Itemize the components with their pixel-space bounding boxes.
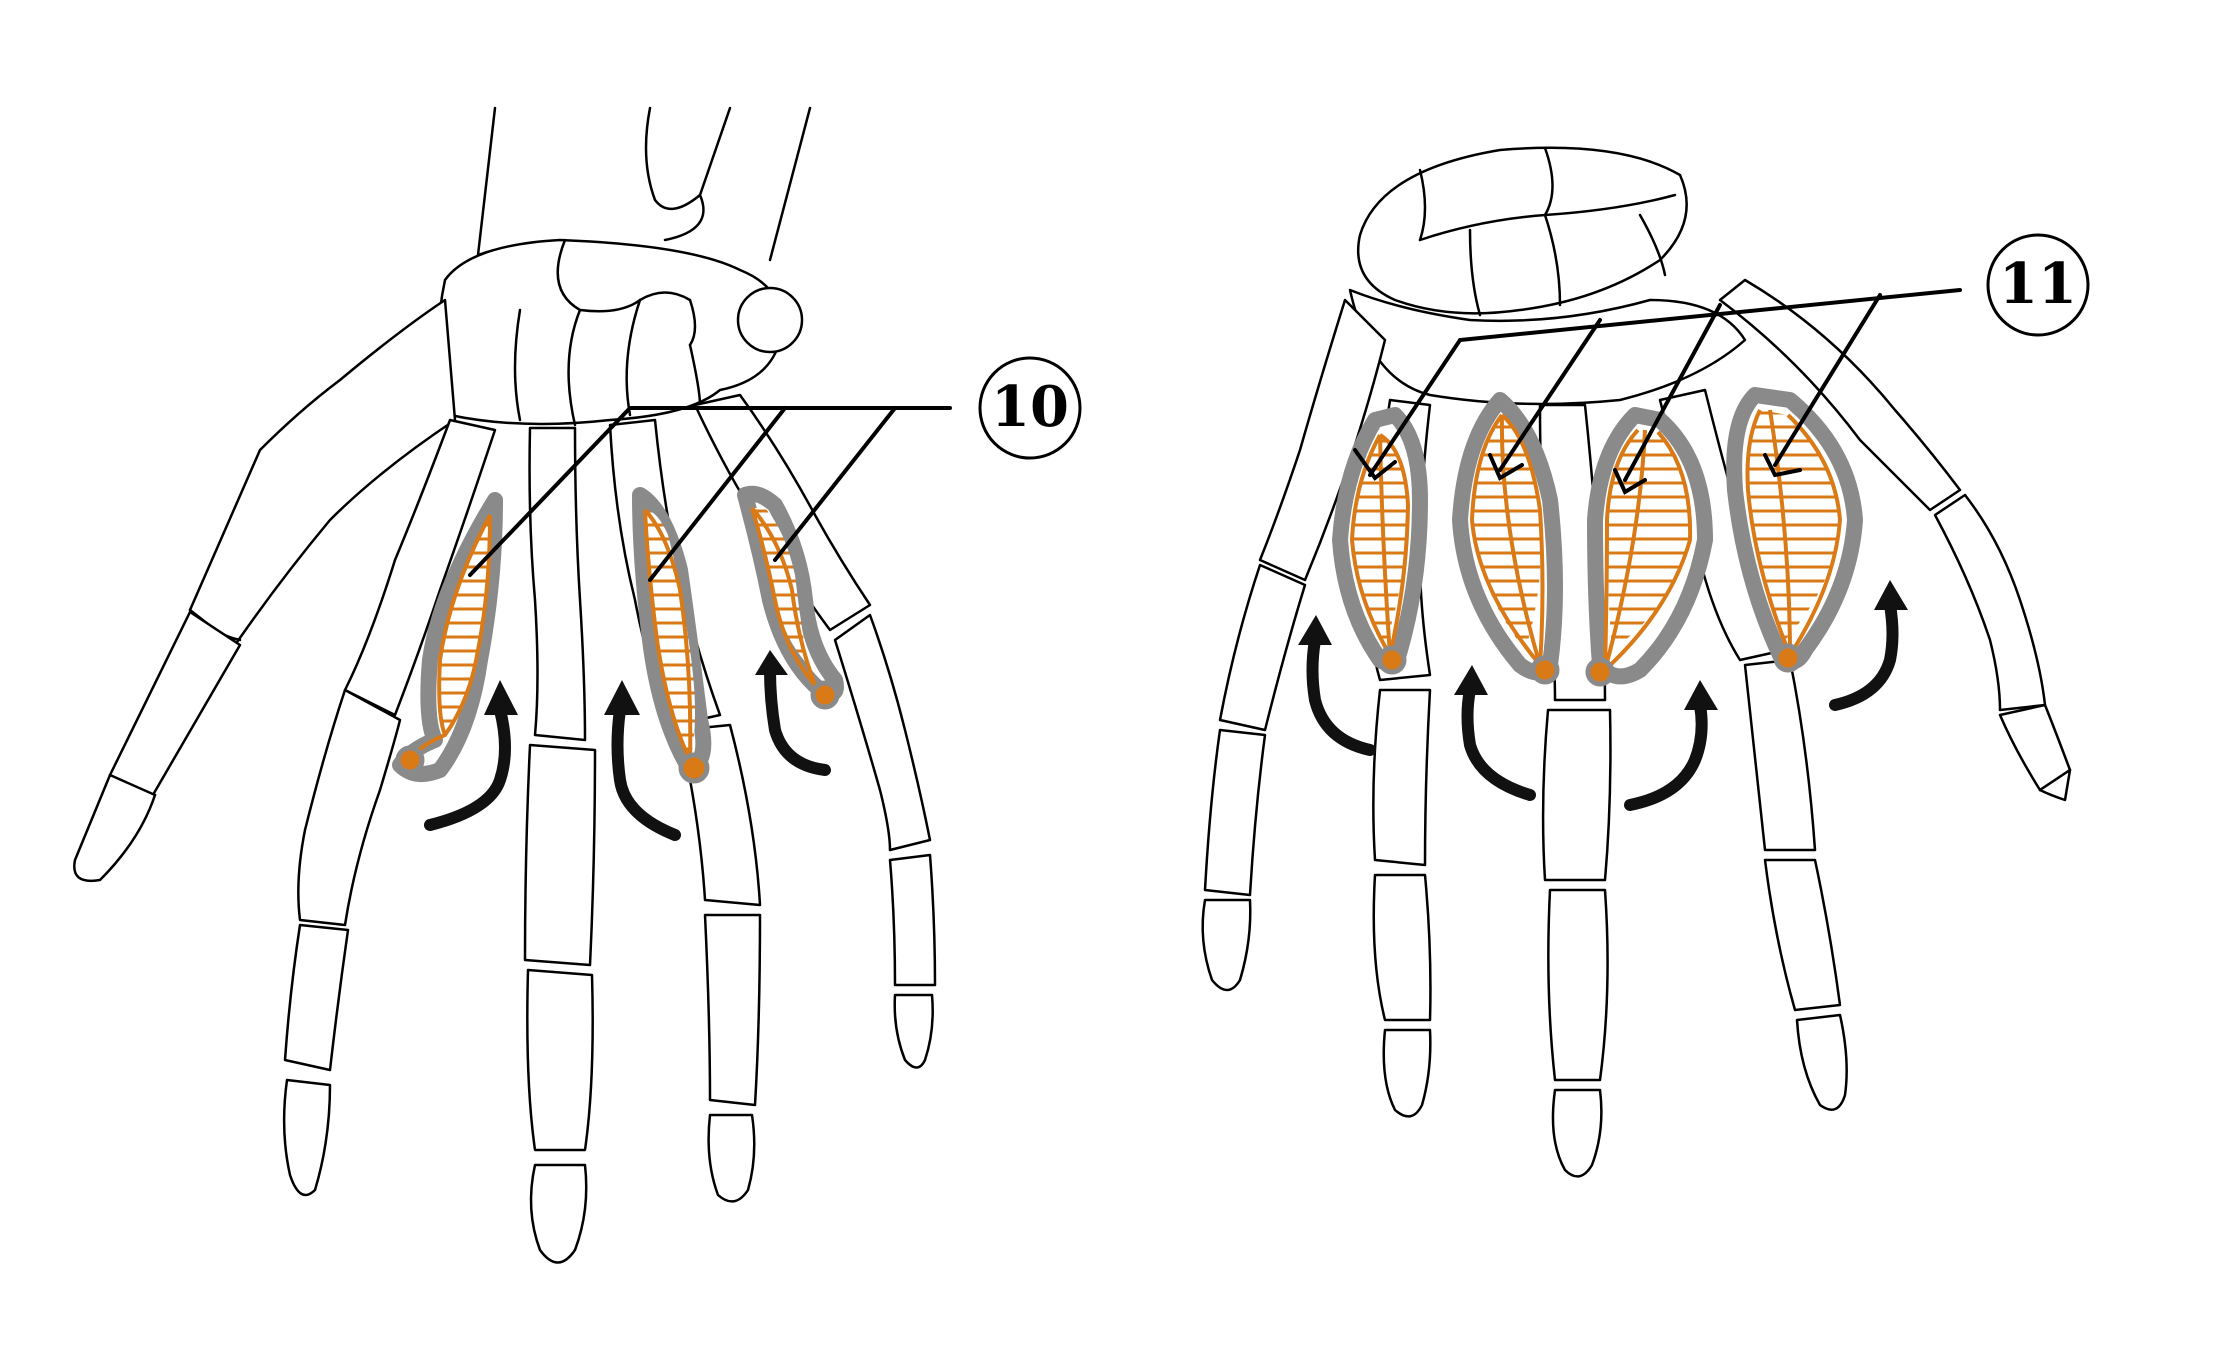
callout-11-label: 11 [1999, 251, 2077, 317]
left-contraction-arrows [424, 650, 831, 841]
right-ring-middle [1763, 858, 1842, 1012]
right-ring-distal [1795, 1013, 1848, 1111]
right-index-distal [1382, 1028, 1432, 1118]
right-muscle-3 [1585, 407, 1713, 687]
right-carpal-bones [1356, 146, 1688, 315]
right-thumb-metacarpal [1258, 298, 1387, 582]
right-callout-leaders [1353, 288, 1962, 495]
left-index-metacarpal [343, 418, 497, 717]
left-index-middle [283, 923, 350, 1072]
right-ring-proximal [1743, 658, 1817, 852]
right-muscle-2 [1452, 392, 1563, 685]
left-little-middle [888, 853, 937, 987]
right-thumb-distal [1201, 898, 1252, 992]
right-little-distal [2038, 768, 2072, 802]
left-index-proximal [297, 688, 402, 927]
right-middle-middle [1547, 888, 1609, 1082]
right-lower-carpals [1348, 288, 1747, 406]
left-ring-distal [707, 1113, 756, 1203]
right-middle-distal [1551, 1088, 1603, 1178]
left-ring-middle [703, 913, 762, 1107]
right-middle-proximal [1541, 708, 1612, 882]
left-middle-proximal [523, 743, 597, 967]
callout-10-label: 10 [991, 374, 1069, 440]
left-middle-metacarpal [528, 426, 587, 742]
left-thumb-tip [73, 773, 157, 883]
left-little-proximal [833, 613, 932, 852]
right-thumb-proximal [1218, 563, 1307, 732]
right-little-metacarpal [1718, 278, 1962, 512]
callout-11: 11 [1986, 233, 2090, 337]
left-radius-bone [476, 106, 562, 257]
right-little-proximal [1933, 493, 2047, 712]
left-pisiform-bone [736, 286, 804, 354]
right-thumb-middle [1203, 728, 1267, 897]
left-hand: 10 [73, 106, 1082, 1264]
right-hand: 11 [1201, 146, 2090, 1178]
right-contraction-arrows [1298, 580, 1908, 811]
callout-10: 10 [978, 356, 1082, 460]
right-index-proximal [1372, 688, 1432, 867]
left-muscle-3 [737, 485, 844, 710]
right-muscle-1 [1332, 407, 1428, 675]
left-middle-middle [526, 968, 594, 1152]
left-muscle-2 [632, 487, 712, 784]
left-ulna-bone [644, 106, 732, 210]
left-callout-leaders [468, 406, 952, 582]
left-thumb-phalanx [108, 610, 242, 802]
left-middle-distal [529, 1163, 588, 1264]
right-index-middle [1372, 873, 1432, 1022]
left-little-distal [893, 993, 934, 1069]
left-index-distal [282, 1078, 332, 1197]
